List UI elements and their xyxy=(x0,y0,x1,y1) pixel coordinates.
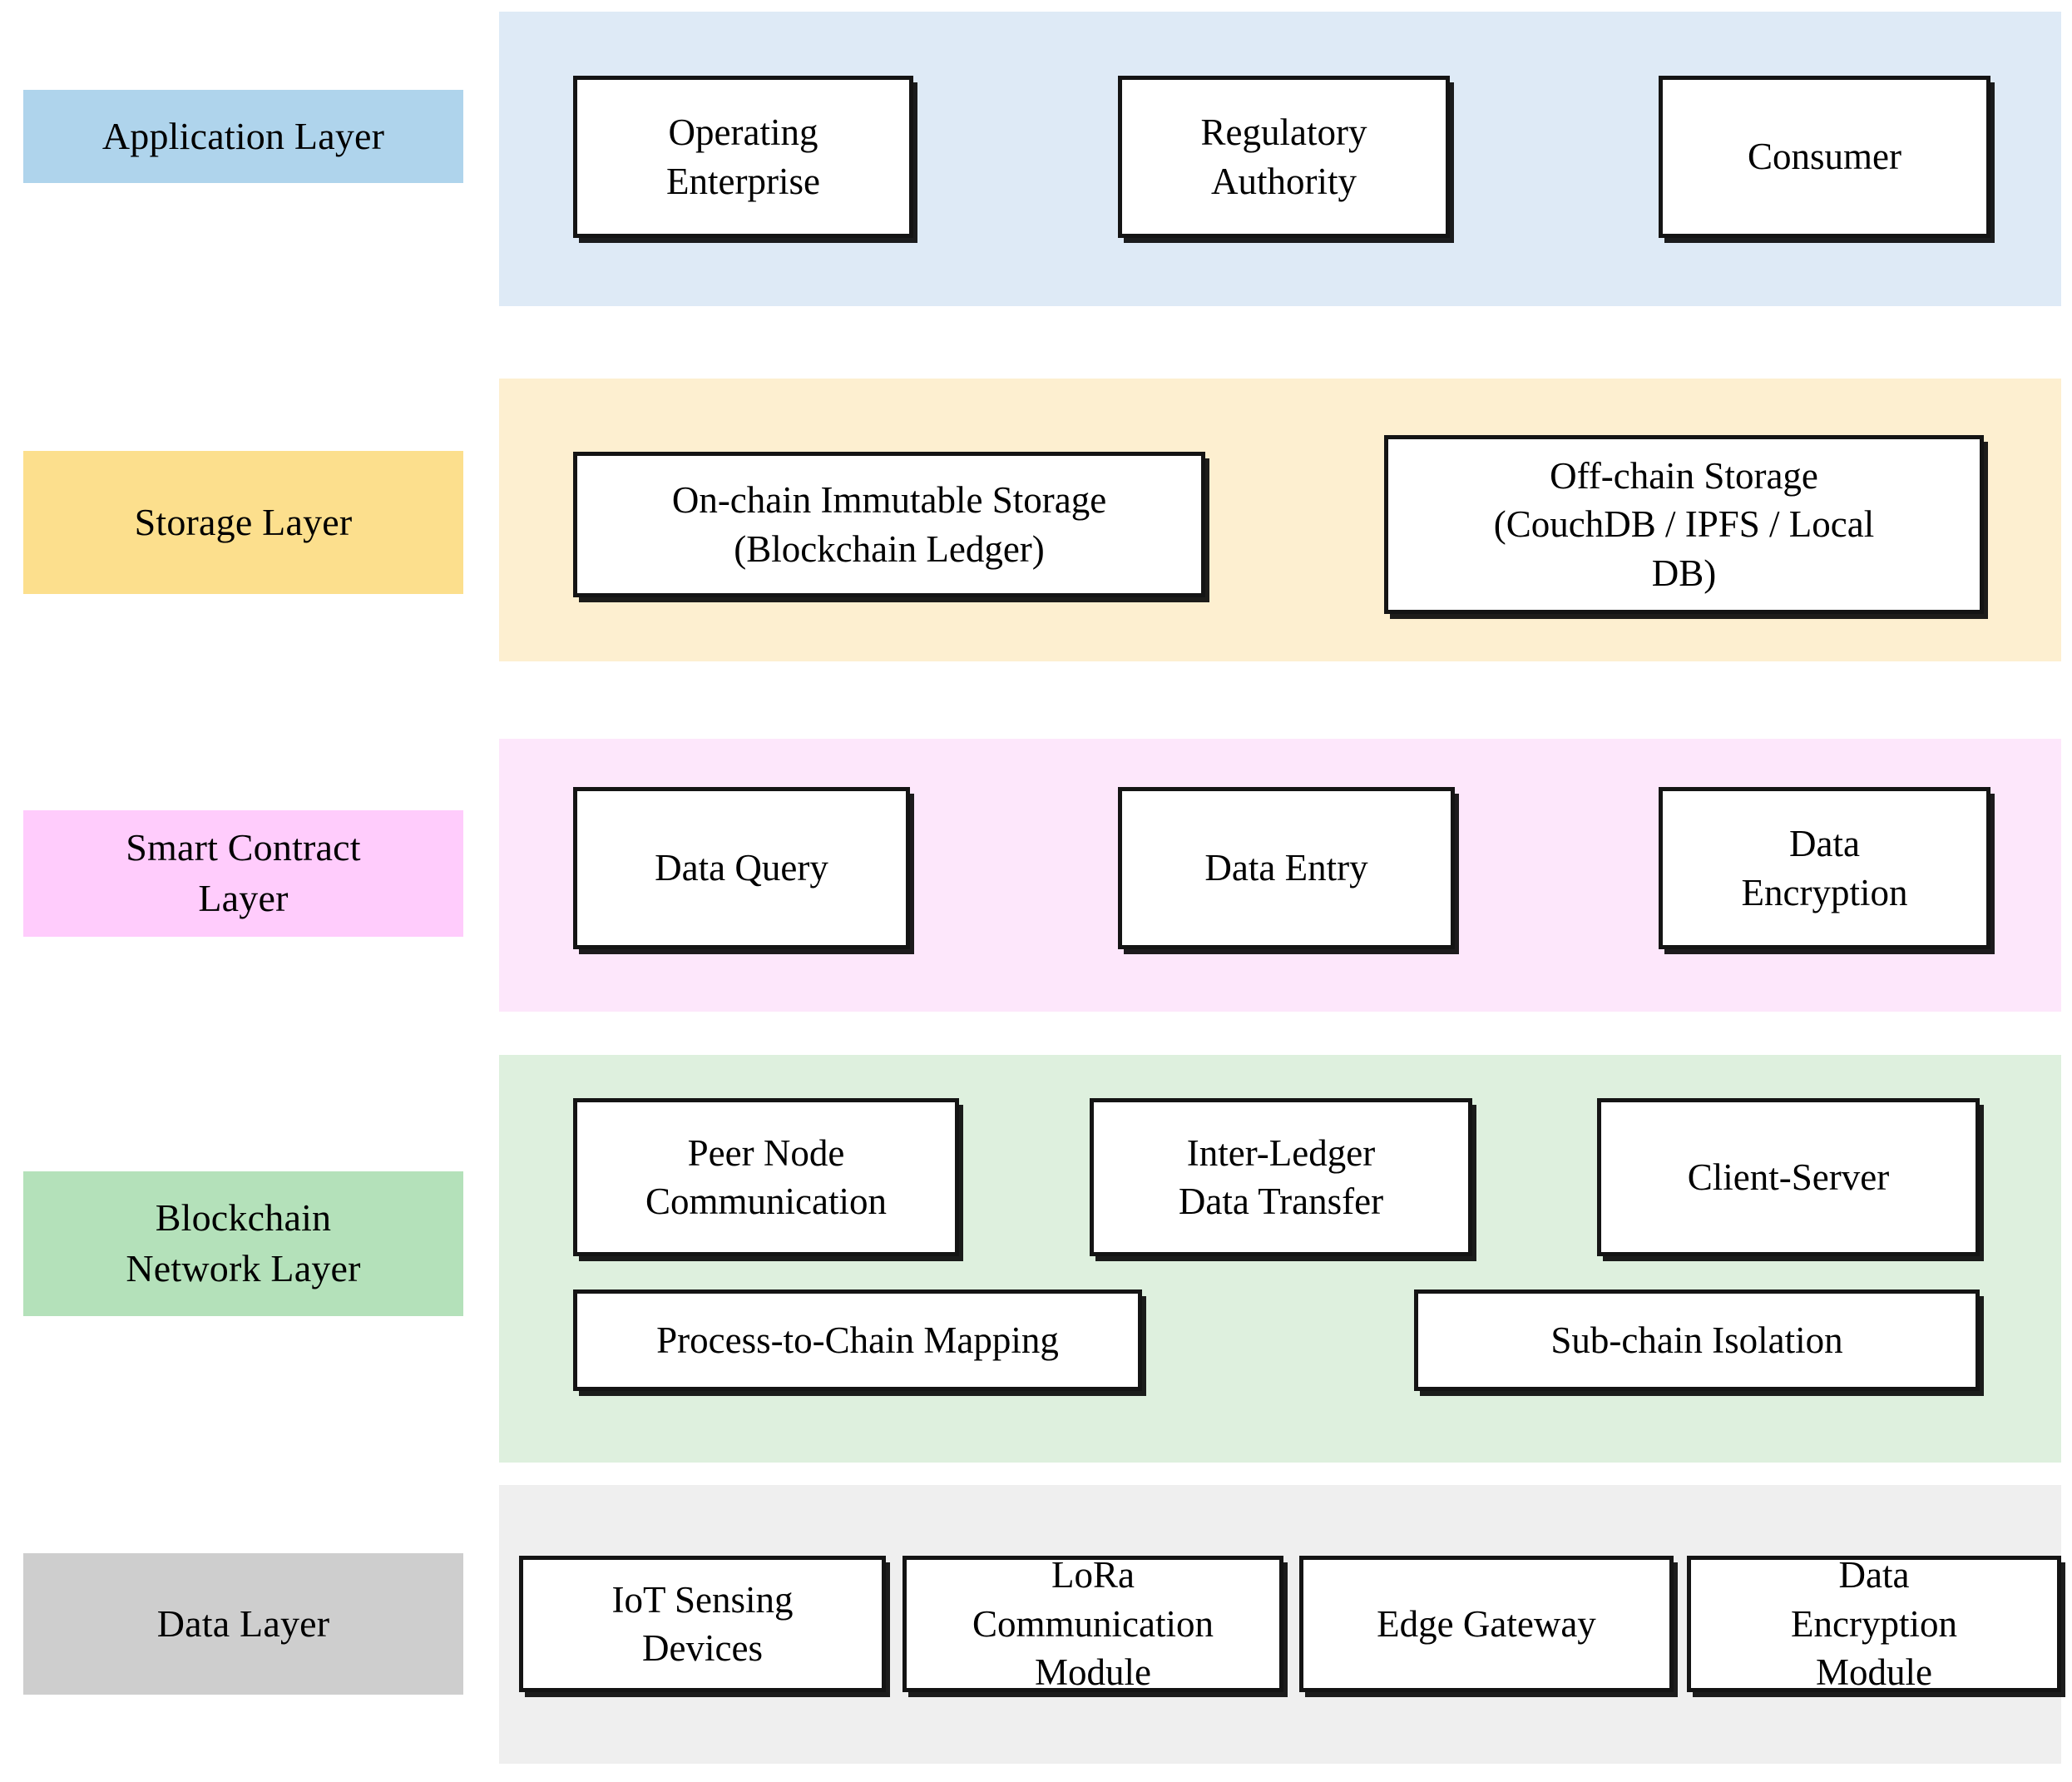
node-data-encryption-module[interactable]: Data Encryption Module xyxy=(1687,1554,2061,1693)
layer-row-smart-contract: Smart Contract Layer Data Query Data Ent… xyxy=(0,739,2072,1012)
node-label-operating-enterprise: Operating Enterprise xyxy=(666,111,820,202)
node-label-offchain-storage: Off-chain Storage (CouchDB / IPFS / Loca… xyxy=(1493,454,1875,594)
node-label-edge-gateway: Edge Gateway xyxy=(1377,1602,1596,1645)
layer-row-storage: Storage Layer On-chain Immutable Storage… xyxy=(0,379,2072,661)
node-label-consumer: Consumer xyxy=(1748,136,1901,178)
node-label-process-to-chain-mapping: Process-to-Chain Mapping xyxy=(656,1319,1059,1361)
layer-row-data: Data Layer IoT Sensing Devices LoRa Comm… xyxy=(0,1485,2072,1764)
node-inter-ledger-data-transfer[interactable]: Inter-Ledger Data Transfer xyxy=(1090,1098,1472,1256)
node-data-query[interactable]: Data Query xyxy=(573,787,910,949)
node-data-entry[interactable]: Data Entry xyxy=(1118,787,1455,949)
node-onchain-immutable-storage[interactable]: On-chain Immutable Storage (Blockchain L… xyxy=(573,452,1205,597)
node-label-data-encryption: Data Encryption xyxy=(1741,823,1908,913)
node-edge-gateway[interactable]: Edge Gateway xyxy=(1299,1556,1674,1692)
layer-label-storage: Storage Layer xyxy=(23,451,463,594)
node-operating-enterprise[interactable]: Operating Enterprise xyxy=(573,76,913,238)
layer-label-data: Data Layer xyxy=(23,1553,463,1695)
layer-label-blockchain-network: Blockchain Network Layer xyxy=(23,1171,463,1316)
node-label-data-entry: Data Entry xyxy=(1204,847,1368,889)
node-label-iot-sensing-devices: IoT Sensing Devices xyxy=(611,1578,794,1670)
node-process-to-chain-mapping[interactable]: Process-to-Chain Mapping xyxy=(573,1289,1142,1391)
node-label-inter-ledger-data-transfer: Inter-Ledger Data Transfer xyxy=(1178,1131,1384,1223)
node-label-onchain-immutable-storage: On-chain Immutable Storage (Blockchain L… xyxy=(671,479,1107,570)
node-label-regulatory-authority: Regulatory Authority xyxy=(1200,111,1367,202)
node-consumer[interactable]: Consumer xyxy=(1659,76,1990,238)
node-label-data-query: Data Query xyxy=(655,847,828,889)
layer-label-smart-contract: Smart Contract Layer xyxy=(23,810,463,937)
node-label-data-encryption-module: Data Encryption Module xyxy=(1791,1554,1957,1694)
node-data-encryption[interactable]: Data Encryption xyxy=(1659,787,1990,949)
layer-row-application: Application Layer Operating Enterprise R… xyxy=(0,0,2072,306)
node-label-client-server: Client-Server xyxy=(1687,1156,1890,1198)
node-regulatory-authority[interactable]: Regulatory Authority xyxy=(1118,76,1450,238)
layer-label-application: Application Layer xyxy=(23,90,463,183)
node-client-server[interactable]: Client-Server xyxy=(1597,1098,1980,1256)
node-offchain-storage[interactable]: Off-chain Storage (CouchDB / IPFS / Loca… xyxy=(1384,435,1984,614)
node-label-peer-node-communication: Peer Node Communication xyxy=(645,1131,887,1223)
node-iot-sensing-devices[interactable]: IoT Sensing Devices xyxy=(519,1556,886,1692)
node-sub-chain-isolation[interactable]: Sub-chain Isolation xyxy=(1414,1289,1980,1391)
node-label-sub-chain-isolation: Sub-chain Isolation xyxy=(1550,1319,1843,1361)
layer-row-blockchain-network: Blockchain Network Layer Peer Node Commu… xyxy=(0,1055,2072,1463)
node-label-lora-communication-module: LoRa Communication Module xyxy=(972,1554,1214,1694)
node-peer-node-communication[interactable]: Peer Node Communication xyxy=(573,1098,959,1256)
node-lora-communication-module[interactable]: LoRa Communication Module xyxy=(902,1554,1283,1693)
